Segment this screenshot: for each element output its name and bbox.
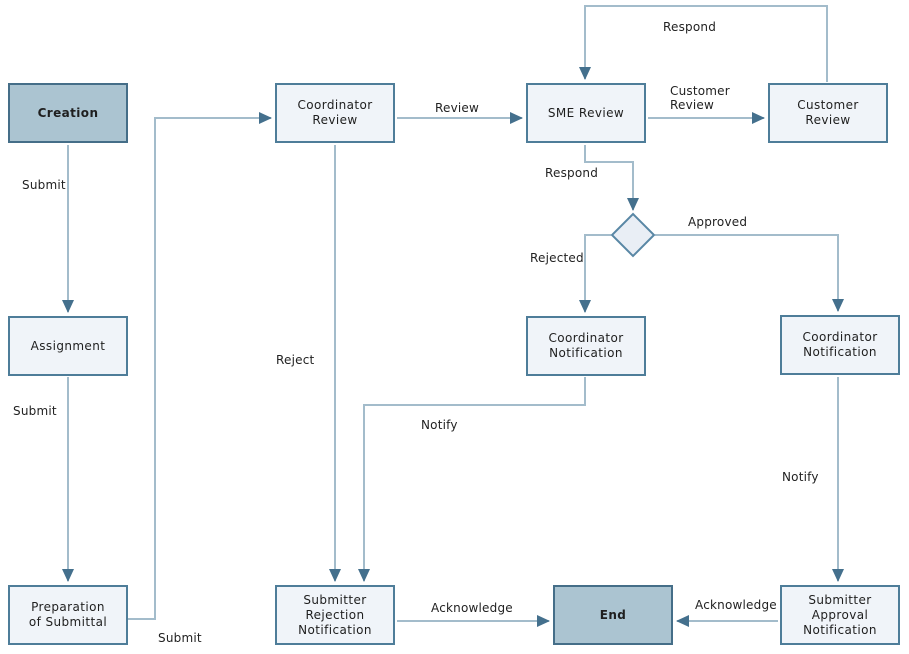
edge-label-rejected: Rejected xyxy=(530,251,584,265)
connector-customer-review-respond-loop xyxy=(579,5,828,82)
edge-label-submit-assignment: Submit xyxy=(13,404,57,418)
node-submitter-rejection-notification-label: Submitter Rejection Notification xyxy=(298,592,372,637)
edge-label-review: Review xyxy=(435,101,480,115)
node-sme-review: SME Review xyxy=(526,83,646,143)
node-coordinator-notification-approved-label: Coordinator Notification xyxy=(802,330,878,359)
node-assignment: Assignment xyxy=(8,316,128,376)
node-creation-label: Creation xyxy=(37,105,99,120)
edge-label-respond-top: Respond xyxy=(663,20,717,34)
node-coordinator-notification-rejected: Coordinator Notification xyxy=(526,316,646,376)
node-sme-review-label: SME Review xyxy=(547,105,625,120)
node-coordinator-review: Coordinator Review xyxy=(275,83,395,143)
edge-label-notify-approved: Notify xyxy=(782,470,819,484)
node-preparation-of-submittal-label: Preparation of Submittal xyxy=(28,600,108,629)
edge-label-approved: Approved xyxy=(688,215,748,229)
connector-sme-review-to-decision xyxy=(584,145,639,211)
edge-label-submit-preparation: Submit xyxy=(158,631,202,645)
edge-label-customer-review: Customer Review xyxy=(670,84,730,112)
node-coordinator-notification-approved: Coordinator Notification xyxy=(780,315,900,375)
edge-label-acknowledge-rejection: Acknowledge xyxy=(431,601,513,615)
connector-notify-rejected xyxy=(358,377,586,582)
node-preparation-of-submittal: Preparation of Submittal xyxy=(8,585,128,645)
edge-label-submit-creation: Submit xyxy=(22,178,66,192)
node-coordinator-notification-rejected-label: Coordinator Notification xyxy=(548,331,624,360)
edge-label-notify-rejected: Notify xyxy=(421,418,458,432)
connector-decision-rejected xyxy=(579,234,611,313)
node-submitter-approval-notification: Submitter Approval Notification xyxy=(780,585,900,645)
edge-label-reject: Reject xyxy=(276,353,315,367)
node-submitter-approval-notification-label: Submitter Approval Notification xyxy=(803,592,877,637)
node-end-label: End xyxy=(599,607,627,622)
node-assignment-label: Assignment xyxy=(30,338,106,353)
node-coordinator-review-label: Coordinator Review xyxy=(297,98,373,127)
node-submitter-rejection-notification: Submitter Rejection Notification xyxy=(275,585,395,645)
node-customer-review-label: Customer Review xyxy=(797,98,859,127)
connector-decision-approved xyxy=(655,234,844,312)
node-end: End xyxy=(553,585,673,645)
edge-label-respond-sme: Respond xyxy=(545,166,599,180)
edge-label-acknowledge-approval: Acknowledge xyxy=(695,598,777,612)
node-creation: Creation xyxy=(8,83,128,143)
decision-diamond xyxy=(610,212,656,258)
connector-preparation-to-coordinator-review xyxy=(128,112,272,620)
node-customer-review: Customer Review xyxy=(768,83,888,143)
